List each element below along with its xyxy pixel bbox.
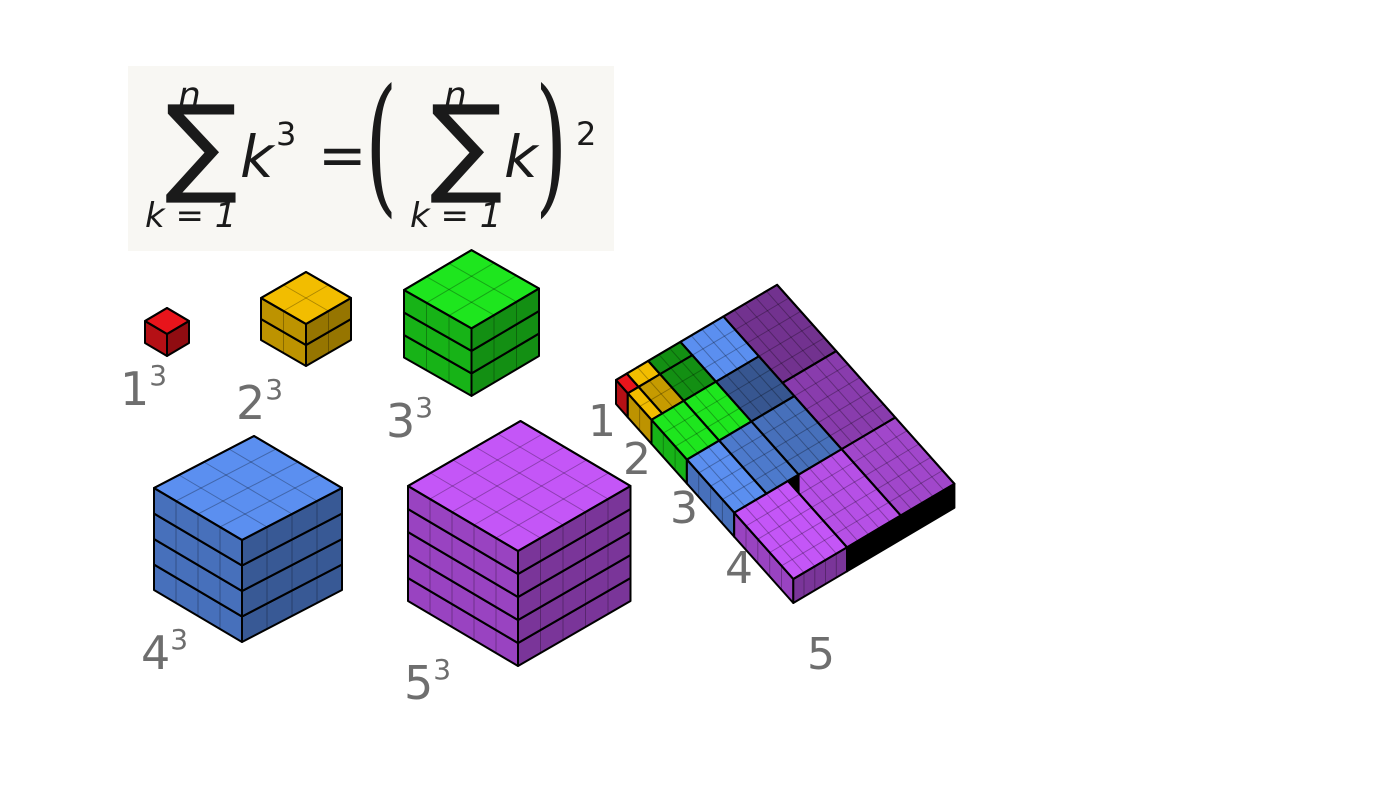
- cube-layer: [260, 271, 352, 346]
- cube-layer: [407, 420, 632, 575]
- cube-2: [260, 271, 352, 367]
- cube-layer: [153, 435, 343, 567]
- slab-label-3: 3: [670, 483, 698, 534]
- exponent-left: 3: [276, 115, 297, 153]
- lower-limit-right: k = 1: [410, 196, 502, 236]
- term-right: k: [504, 123, 538, 191]
- cube-layer: [403, 249, 540, 352]
- close-paren: ): [535, 58, 568, 232]
- cube-label-2: 23: [236, 373, 284, 430]
- slab-label-2: 2: [623, 434, 651, 485]
- cube-label-4: 43: [141, 623, 189, 680]
- cube-layer: [144, 307, 190, 357]
- cube-4: [153, 435, 343, 643]
- upper-limit-left: n: [178, 75, 201, 116]
- cube-label-3: 33: [386, 391, 434, 448]
- stacked-cubes: [144, 249, 632, 667]
- exponent-right: 2: [576, 115, 597, 153]
- slab-label-4: 4: [725, 543, 753, 594]
- formula-box: [128, 66, 614, 251]
- sigma-right: ∑: [430, 83, 503, 208]
- square-slab: [615, 283, 956, 604]
- slab-block: [733, 480, 848, 604]
- slab-label-1: 1: [588, 396, 616, 447]
- cube-3: [403, 249, 540, 397]
- cube-label-1: 13: [120, 359, 168, 416]
- equals-sign: =: [318, 121, 367, 189]
- cube-1: [144, 307, 190, 357]
- cube-label-5: 53: [404, 653, 452, 710]
- term-left: k: [240, 123, 274, 191]
- slab-label-5: 5: [807, 629, 835, 680]
- sigma-left: ∑: [165, 83, 238, 208]
- lower-limit-left: k = 1: [145, 196, 237, 236]
- upper-limit-right: n: [444, 75, 467, 116]
- cube-5: [407, 420, 632, 667]
- open-paren: (: [365, 58, 398, 232]
